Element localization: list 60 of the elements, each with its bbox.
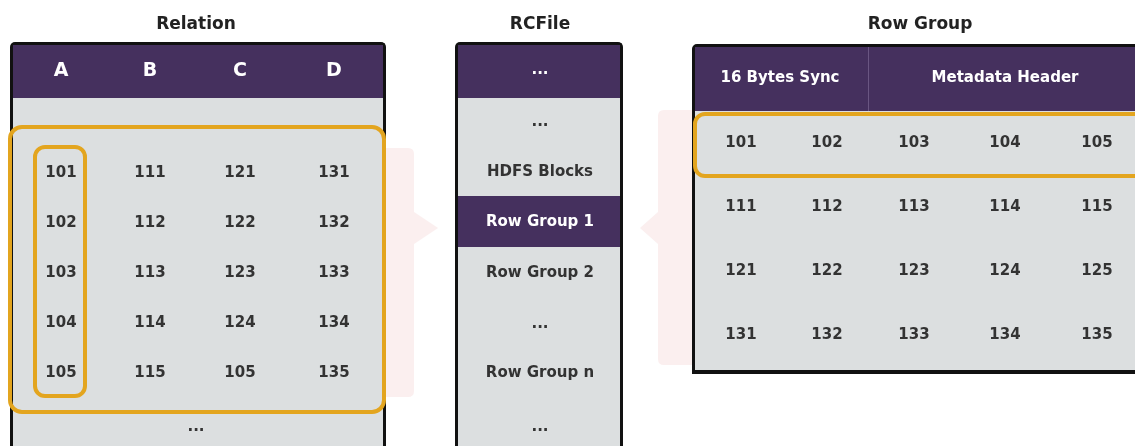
cell-value: 115: [134, 363, 166, 381]
cell-value: 132: [318, 213, 350, 231]
cell-value: 104: [989, 133, 1021, 151]
cell-value: 133: [898, 325, 930, 343]
cell-value: 132: [811, 325, 843, 343]
cell-value: 112: [811, 197, 843, 215]
cell-value: 123: [224, 263, 256, 281]
cell-value: 102: [45, 213, 77, 231]
row-label: Row Group 2: [486, 263, 594, 281]
cell-value: 101: [725, 133, 757, 151]
cell-value: 113: [134, 263, 166, 281]
column-header: A: [53, 58, 69, 80]
callout-bubble: [385, 148, 438, 397]
ellipsis-text: ...: [531, 314, 549, 332]
ellipsis-text: ...: [531, 417, 549, 435]
cell-value: 135: [1081, 325, 1113, 343]
cell-value: 111: [725, 197, 757, 215]
cell-value: 101: [45, 163, 77, 181]
cell-value: 121: [224, 163, 256, 181]
cell-value: 102: [811, 133, 843, 151]
cell-value: 105: [45, 363, 77, 381]
cell-value: 104: [45, 313, 77, 331]
cell-value: 133: [318, 263, 350, 281]
ellipsis-text: ...: [531, 112, 549, 130]
cell-value: 114: [134, 313, 166, 331]
table-title: RCFile: [509, 13, 571, 33]
ellipsis-text: ...: [187, 417, 205, 435]
row-label: HDFS Blocks: [487, 162, 593, 180]
cell-value: 105: [224, 363, 256, 381]
callout-bubble: [640, 110, 694, 365]
cell-value: 112: [134, 213, 166, 231]
cell-value: 103: [45, 263, 77, 281]
cell-value: 124: [224, 313, 256, 331]
cell-value: 125: [1081, 261, 1113, 279]
cell-value: 115: [1081, 197, 1113, 215]
cell-value: 105: [1081, 133, 1113, 151]
cell-value: 123: [898, 261, 930, 279]
cell-value: 131: [318, 163, 350, 181]
cell-value: 121: [725, 261, 757, 279]
row-label: Row Group 1: [486, 212, 594, 230]
cell-value: 113: [898, 197, 930, 215]
table-title: Row Group: [867, 13, 973, 33]
header-text: 16 Bytes Sync: [720, 68, 840, 86]
header-text: Metadata Header: [931, 68, 1079, 86]
cell-value: 131: [725, 325, 757, 343]
table-title: Relation: [156, 13, 236, 33]
cell-value: 124: [989, 261, 1021, 279]
header-text: ...: [531, 60, 549, 78]
column-header: D: [326, 58, 342, 80]
cell-value: 103: [898, 133, 930, 151]
cell-value: 122: [811, 261, 843, 279]
cell-value: 111: [134, 163, 166, 181]
column-header: C: [233, 58, 247, 80]
column-header: B: [142, 58, 158, 80]
cell-value: 135: [318, 363, 350, 381]
cell-value: 134: [989, 325, 1021, 343]
cell-value: 122: [224, 213, 256, 231]
row-label: Row Group n: [485, 363, 595, 381]
cell-value: 114: [989, 197, 1021, 215]
cell-value: 134: [318, 313, 350, 331]
